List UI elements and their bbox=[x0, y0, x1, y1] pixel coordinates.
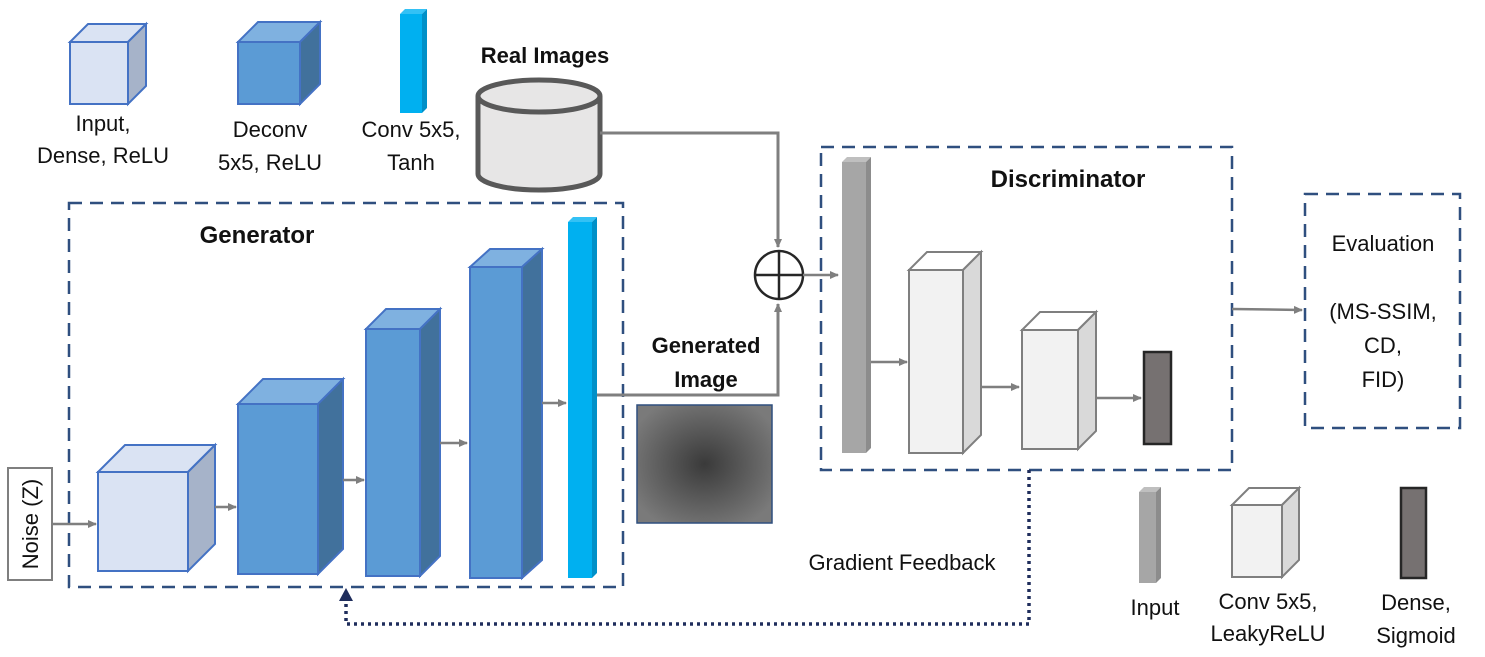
legend-deconv-cube-icon bbox=[235, 19, 323, 107]
legend-input-dense-cube-icon bbox=[67, 21, 149, 107]
generator-title: Generator bbox=[200, 222, 315, 249]
generator-deconv-block-3 bbox=[467, 246, 545, 581]
generated-image-label-line1: Generated bbox=[652, 333, 761, 358]
legend-conv-leaky-cube-icon bbox=[1229, 485, 1302, 580]
combiner-plus-circle-icon bbox=[753, 249, 805, 301]
evaluation-title: Evaluation bbox=[1332, 231, 1435, 256]
legend-input-dense-label-line1: Input, bbox=[75, 111, 130, 136]
gradient-feedback-path bbox=[344, 470, 1031, 626]
discriminator-dense-block bbox=[1142, 350, 1173, 446]
generator-conv-tanh-block bbox=[568, 217, 597, 578]
noise-input-box bbox=[7, 467, 53, 581]
legend-conv-leaky-label-line2: LeakyReLU bbox=[1211, 621, 1326, 646]
generator-to-combiner-arrow bbox=[597, 303, 782, 397]
generated-image-label-line2: Image bbox=[674, 367, 738, 392]
evaluation-frame bbox=[1303, 192, 1462, 430]
generator-deconv-block-2 bbox=[363, 306, 443, 579]
legend-dense-sigmoid-label-line2: Sigmoid bbox=[1376, 623, 1455, 648]
legend-dense-sigmoid-block-icon bbox=[1399, 486, 1428, 580]
generator-deconv-block-1 bbox=[235, 376, 346, 577]
discriminator-conv-block-2 bbox=[1019, 309, 1099, 452]
evaluation-metric-line3: FID) bbox=[1362, 367, 1405, 392]
evaluation-metric-line2: CD, bbox=[1364, 333, 1402, 358]
discriminator-frame bbox=[819, 145, 1234, 472]
legend-disc-input-bar-icon bbox=[1139, 487, 1161, 583]
real-images-to-combiner-arrow bbox=[600, 131, 782, 248]
gradient-feedback-label: Gradient Feedback bbox=[808, 550, 996, 575]
legend-input-label: Input bbox=[1131, 595, 1180, 620]
discriminator-input-block bbox=[842, 157, 871, 453]
legend-input-dense-label-line2: Dense, ReLU bbox=[37, 143, 169, 168]
legend-conv-tanh-label-line1: Conv 5x5, bbox=[361, 117, 460, 142]
generated-image-sample bbox=[636, 404, 773, 524]
discriminator-title: Discriminator bbox=[991, 166, 1146, 193]
real-images-database-icon bbox=[475, 77, 603, 193]
generator-dense-block bbox=[95, 442, 218, 574]
noise-label: Noise (Z) bbox=[18, 479, 43, 569]
discriminator-conv-block-1 bbox=[906, 249, 984, 456]
real-images-label: Real Images bbox=[481, 43, 609, 68]
legend-deconv-label-line1: Deconv bbox=[233, 117, 308, 142]
legend-deconv-label-line2: 5x5, ReLU bbox=[218, 150, 322, 175]
legend-conv-tanh-bar-icon bbox=[400, 9, 427, 113]
discriminator-to-evaluation-arrow bbox=[1231, 305, 1303, 314]
legend-dense-sigmoid-label-line1: Dense, bbox=[1381, 590, 1451, 615]
legend-conv-tanh-label-line2: Tanh bbox=[387, 150, 435, 175]
legend-conv-leaky-label-line1: Conv 5x5, bbox=[1218, 589, 1317, 614]
gradient-feedback-arrowhead bbox=[339, 588, 353, 601]
evaluation-metric-line1: (MS-SSIM, bbox=[1329, 299, 1437, 324]
